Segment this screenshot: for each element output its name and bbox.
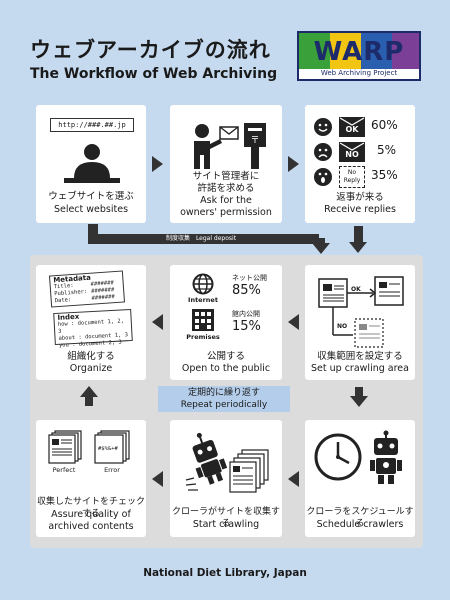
assure-label-en-1: Assure quality of	[51, 509, 131, 520]
arrow-right-1	[152, 156, 163, 172]
permission-label-jp-1: サイト管理者に	[192, 171, 260, 182]
step-receive-replies: OK 60% NO 5% No Reply 35% 返事が来る Receive …	[305, 105, 415, 223]
step-start-crawling: クローラがサイトを収集する Start crawling	[170, 420, 282, 537]
setup-no-label: NO	[337, 323, 348, 330]
perfect-pages-icon	[48, 430, 82, 464]
no-envelope: NO	[339, 142, 365, 162]
no-reply-badge: No Reply	[339, 166, 365, 188]
replies-stem-down	[354, 226, 363, 243]
schedule-label-en: Schedule crawlers	[316, 519, 404, 530]
legal-deposit-stem-down	[317, 238, 325, 244]
step-setup-crawling: OK NO 収集範囲を設定する Set up crawling area	[305, 265, 415, 380]
no-badge: NO	[345, 150, 359, 159]
crawl-label-jp: クローラがサイトを収集する	[171, 507, 280, 529]
error-label: Error	[104, 466, 120, 474]
url-bar: http://###.##.jp	[50, 118, 134, 132]
arrow-down-setup-to-schedule	[350, 396, 368, 407]
select-label-en: Select websites	[53, 204, 129, 215]
arrow-right-2	[288, 156, 299, 172]
legal-deposit-en: Legal deposit	[195, 235, 237, 242]
logo-word: WARP	[313, 37, 405, 67]
legal-deposit-stem	[88, 224, 98, 238]
open-label-jp: 公開する	[206, 351, 245, 362]
premises-label: Premises	[186, 333, 220, 341]
crawl-label-en: Start crawling	[192, 519, 260, 530]
perfect-label: Perfect	[52, 466, 76, 474]
logo-bar-blue	[361, 33, 392, 69]
garbled-text: #$%&+#	[98, 446, 118, 452]
ok-badge: OK	[345, 125, 359, 134]
permission-label-en-1: Ask for the	[200, 195, 252, 206]
repeat-jp: 定期的に繰り返す	[187, 388, 260, 398]
no-reply-percent: 35%	[371, 168, 398, 182]
happy-face-icon	[314, 118, 332, 136]
permission-label-jp-2: 許諾を求める	[197, 183, 255, 194]
organize-label-en: Organize	[69, 363, 113, 374]
premises-jp: 館内公開	[232, 310, 260, 318]
arrow-left-setup-to-open	[288, 314, 299, 330]
setup-ok-label: OK	[351, 286, 361, 293]
legal-deposit-bar: 制度収集 Legal deposit	[88, 234, 319, 244]
logo-subtitle: Web Archiving Project	[320, 69, 398, 77]
select-label-jp: ウェブサイトを選ぶ	[48, 191, 134, 202]
replies-label-jp: 返事が来る	[336, 192, 384, 203]
step-assure-quality: Perfect #$%&+# Error 収集したサイトをチェックする Assu…	[36, 420, 146, 537]
setup-label-en: Set up crawling area	[311, 363, 409, 374]
svg-text:〒: 〒	[250, 136, 259, 146]
building-icon	[192, 309, 214, 331]
page-title-en: The Workflow of Web Archiving	[30, 66, 278, 82]
sad-face-icon	[314, 143, 332, 161]
repeat-en: Repeat periodically	[180, 400, 268, 410]
page-title-jp: ウェブアーカイブの流れ	[30, 38, 271, 62]
error-pages-icon	[94, 430, 130, 464]
organize-label-jp: 組織化する	[67, 351, 115, 362]
repeat-periodically-label: 定期的に繰り返す Repeat periodically	[158, 386, 290, 412]
crawl-scope-diagram	[318, 276, 404, 348]
internet-jp: ネット公開	[232, 274, 267, 282]
globe-icon	[192, 273, 214, 295]
step-schedule-crawlers: クローラをスケジュールする Schedule crawlers	[305, 420, 415, 537]
step-ask-permission: 〒 サイト管理者に 許諾を求める Ask for the owners' per…	[170, 105, 282, 223]
logo-bar-green	[299, 33, 330, 69]
warp-logo: WARP Web Archiving Project	[297, 31, 421, 81]
arrow-up-assure-to-organize	[80, 386, 98, 397]
footer-credit: National Diet Library, Japan	[143, 567, 307, 579]
logo-bar-yellow	[330, 33, 361, 69]
arrow-down-legal	[312, 243, 330, 254]
ok-envelope: OK	[339, 117, 365, 137]
permission-label-en-2: owners' permission	[180, 207, 272, 218]
metadata-card: Metadata Title: ####### Publisher: #####…	[48, 270, 126, 308]
internet-label: Internet	[188, 296, 218, 304]
arrow-left-open-to-organize	[152, 314, 163, 330]
step-open-public: Internet ネット公開 85% Premises 館内公開 15% 公開す…	[170, 265, 282, 380]
surprised-face-icon	[314, 168, 332, 186]
ok-percent: 60%	[371, 118, 398, 132]
assure-label-en-2: archived contents	[48, 521, 134, 532]
setup-label-jp: 収集範囲を設定する	[317, 351, 403, 362]
internet-percent: 85%	[232, 283, 261, 298]
arrow-down-replies	[349, 242, 367, 253]
open-label-en: Open to the public	[181, 363, 271, 374]
clock-icon	[314, 433, 362, 481]
arrow-down-stem	[355, 387, 363, 397]
robot-icon	[370, 430, 402, 484]
premises-percent: 15%	[232, 319, 261, 334]
schedule-label-jp: クローラをスケジュールする	[306, 507, 414, 529]
arrow-left-schedule-to-crawl	[288, 471, 299, 487]
index-card: Index how : document 1, 2, 3 about : doc…	[53, 308, 133, 349]
person-mailbox-icon: 〒	[194, 123, 266, 169]
arrow-up-stem	[85, 396, 93, 406]
logo-bar-purple	[392, 33, 419, 69]
assure-label-jp: 収集したサイトをチェックする	[36, 497, 145, 519]
step-organize: Metadata Title: ####### Publisher: #####…	[36, 265, 146, 380]
computer-user-icon	[64, 144, 120, 183]
legal-deposit-jp: 制度収集	[166, 235, 191, 242]
no-percent: 5%	[377, 143, 397, 157]
arrow-left-crawl-to-assure	[152, 471, 163, 487]
step-select-websites: http://###.##.jp ウェブサイトを選ぶ Select websit…	[36, 105, 146, 223]
robot-crawling-pages-icon	[185, 432, 269, 493]
replies-label-en: Receive replies	[324, 204, 396, 215]
